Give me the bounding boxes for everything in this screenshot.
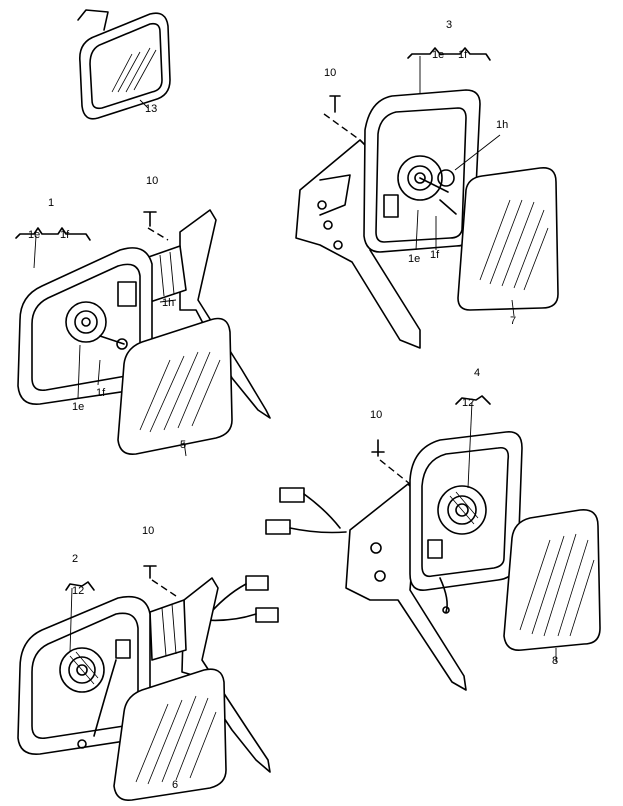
mirror-assembly-3	[295, 47, 559, 349]
label-10-d: 10	[142, 525, 154, 537]
label-7: 7	[510, 315, 516, 327]
label-3-ie: 1e	[432, 49, 444, 61]
label-13: 13	[145, 103, 157, 115]
label-1f-a: 1f	[430, 249, 440, 261]
label-10-c: 10	[370, 409, 382, 421]
label-5: 5	[180, 439, 186, 451]
interior-mirror	[77, 9, 171, 120]
label-12-b: 12	[72, 585, 84, 597]
label-3: 3	[446, 19, 452, 31]
label-1f-b: 1f	[96, 387, 106, 399]
part-labels: 13 3 1e 1f 10 1h 1e 1f 7 1 1e 1f 10 1h 1…	[28, 19, 558, 791]
label-4: 4	[474, 367, 480, 379]
label-1-ie: 1e	[28, 229, 40, 241]
label-6: 6	[172, 779, 178, 791]
mirror-assembly-1	[15, 209, 271, 457]
label-1-if: 1f	[60, 229, 70, 241]
label-10-a: 10	[324, 67, 336, 79]
label-1h-a: 1h	[496, 119, 508, 131]
label-8: 8	[552, 655, 558, 667]
label-10-b: 10	[146, 175, 158, 187]
label-2: 2	[72, 553, 78, 565]
label-1e-a: 1e	[408, 253, 420, 265]
mirror-assembly-2	[17, 565, 279, 802]
label-12-a: 12	[462, 397, 474, 409]
label-1e-b: 1e	[72, 401, 84, 413]
label-1h-b: 1h	[162, 297, 174, 309]
mirror-assembly-4	[265, 395, 601, 691]
label-1: 1	[48, 197, 54, 209]
label-3-if: 1f	[458, 49, 468, 61]
